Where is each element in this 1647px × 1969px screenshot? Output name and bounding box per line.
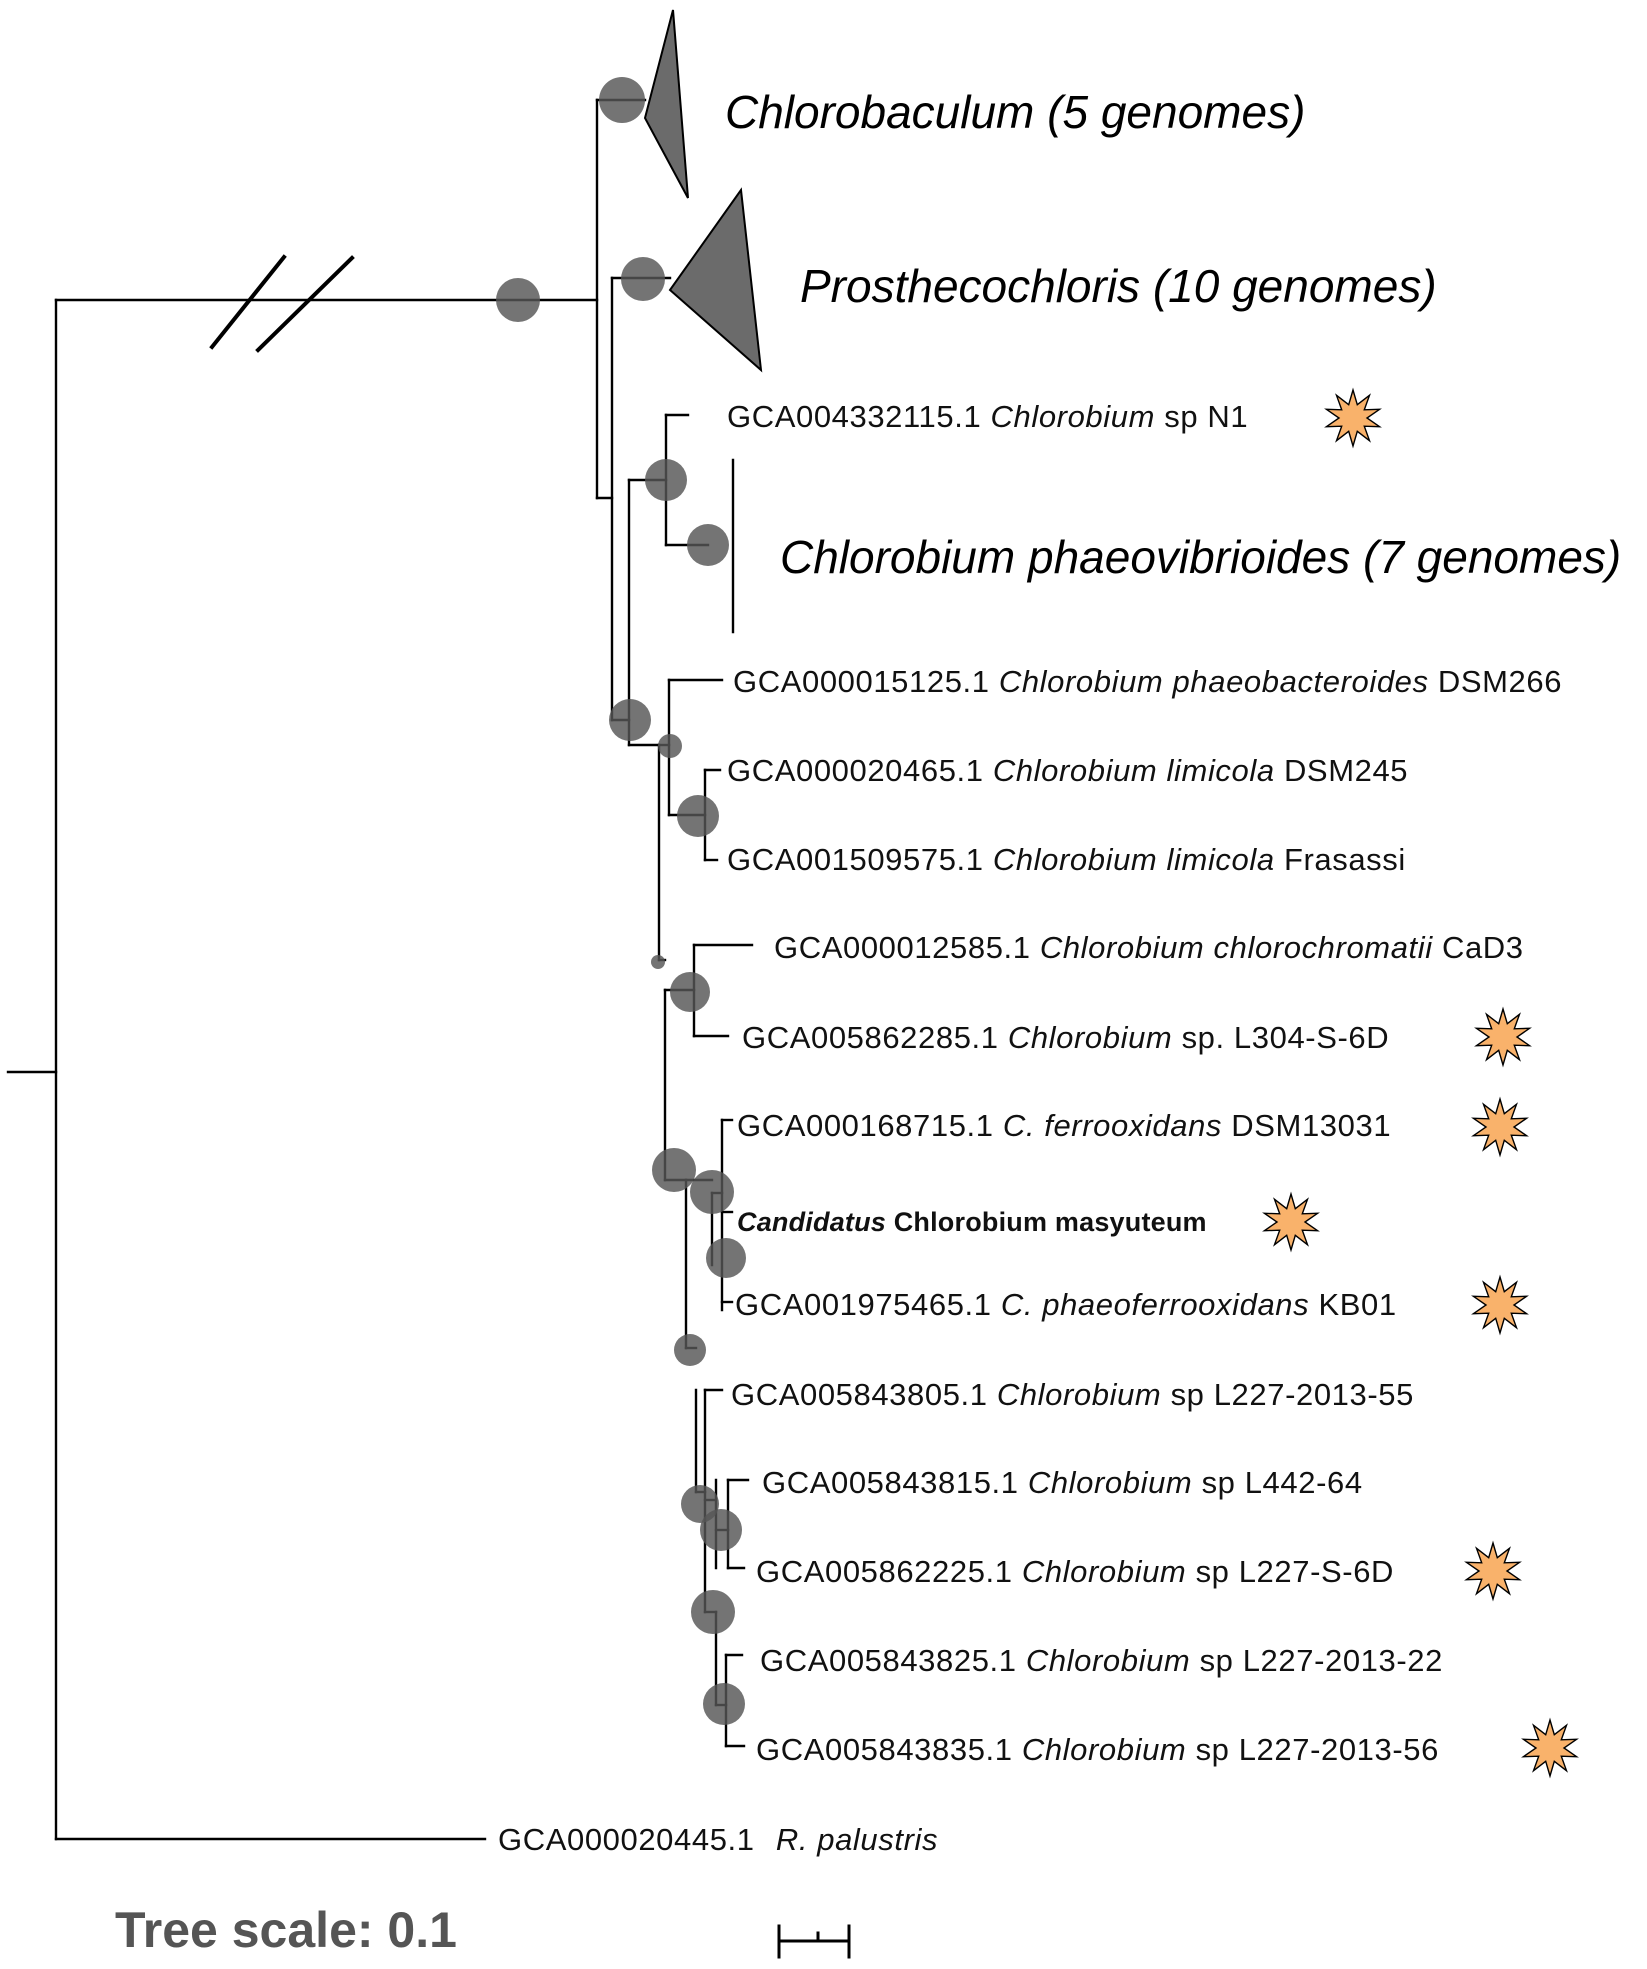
clade-label-phaeovibrioides: Chlorobium phaeovibrioides (7 genomes)	[780, 531, 1621, 583]
leaf-label: GCA000012585.1 Chlorobium chlorochromati…	[774, 930, 1524, 965]
star-icon	[1474, 1006, 1532, 1068]
support-circle	[621, 257, 665, 301]
star-icon	[1471, 1096, 1529, 1158]
support-circle	[670, 972, 710, 1012]
star-icon	[1521, 1717, 1579, 1779]
support-circle	[706, 1238, 746, 1278]
leaf-label: GCA005843835.1 Chlorobium sp L227-2013-5…	[756, 1732, 1439, 1767]
leaf-label: GCA000015125.1 Chlorobium phaeobacteroid…	[733, 664, 1562, 699]
support-circle	[658, 734, 682, 758]
support-circle	[674, 1334, 706, 1366]
leaf-label: GCA005843805.1 Chlorobium sp L227-2013-5…	[731, 1377, 1414, 1412]
leaf-label: GCA004332115.1 Chlorobium sp N1	[727, 399, 1248, 434]
chlorobaculum-triangle	[643, 9, 689, 199]
clade-label-chlorobaculum: Chlorobaculum (5 genomes)	[725, 86, 1305, 138]
leaf-label: GCA005862285.1 Chlorobium sp. L304-S-6D	[742, 1020, 1389, 1055]
star-icon	[1464, 1540, 1522, 1602]
tree-branches	[6, 98, 754, 1841]
support-circle	[691, 1590, 735, 1634]
support-circle	[687, 524, 729, 566]
support-circle	[496, 278, 540, 322]
leaf-labels: GCA004332115.1 Chlorobium sp N1 GCA00001…	[498, 399, 1562, 1857]
leaf-label: GCA005862225.1 Chlorobium sp L227-S-6D	[756, 1554, 1394, 1589]
collapsed-clades	[643, 9, 763, 373]
axis-break-mark	[255, 255, 355, 353]
tree-scale-bar	[777, 1924, 851, 1959]
leaf-label: GCA001509575.1 Chlorobium limicola Frasa…	[727, 842, 1406, 877]
leaf-label: GCA000020465.1 Chlorobium limicola DSM24…	[727, 753, 1408, 788]
leaf-label-outgroup: GCA000020445.1 R. palustris	[498, 1822, 938, 1857]
star-markers	[1262, 387, 1579, 1779]
support-circle	[652, 1148, 696, 1192]
star-icon	[1324, 387, 1382, 449]
leaf-label: GCA001975465.1 C. phaeoferrooxidans KB01	[735, 1287, 1397, 1322]
support-circle	[651, 955, 665, 969]
prosthecochloris-triangle	[668, 187, 763, 373]
star-icon	[1262, 1191, 1320, 1253]
support-circle	[599, 77, 645, 123]
leaf-label: GCA005843825.1 Chlorobium sp L227-2013-2…	[760, 1643, 1443, 1678]
star-icon	[1471, 1274, 1529, 1336]
tree-scale-title: Tree scale: 0.1	[115, 1902, 457, 1958]
support-circle	[677, 795, 719, 837]
support-circle	[703, 1683, 745, 1725]
axis-break-mark	[209, 254, 287, 350]
support-circle	[700, 1509, 742, 1551]
support-circle	[645, 459, 687, 501]
leaf-label: GCA000168715.1 C. ferrooxidans DSM13031	[737, 1108, 1391, 1143]
leaf-label-candidatus: Candidatus Chlorobium masyuteum	[737, 1207, 1207, 1237]
support-circle	[609, 699, 651, 741]
leaf-label: GCA005843815.1 Chlorobium sp L442-64	[762, 1465, 1363, 1500]
support-nodes	[496, 77, 746, 1725]
support-circle	[690, 1170, 734, 1214]
clade-label-prosthecochloris: Prosthecochloris (10 genomes)	[800, 260, 1437, 312]
